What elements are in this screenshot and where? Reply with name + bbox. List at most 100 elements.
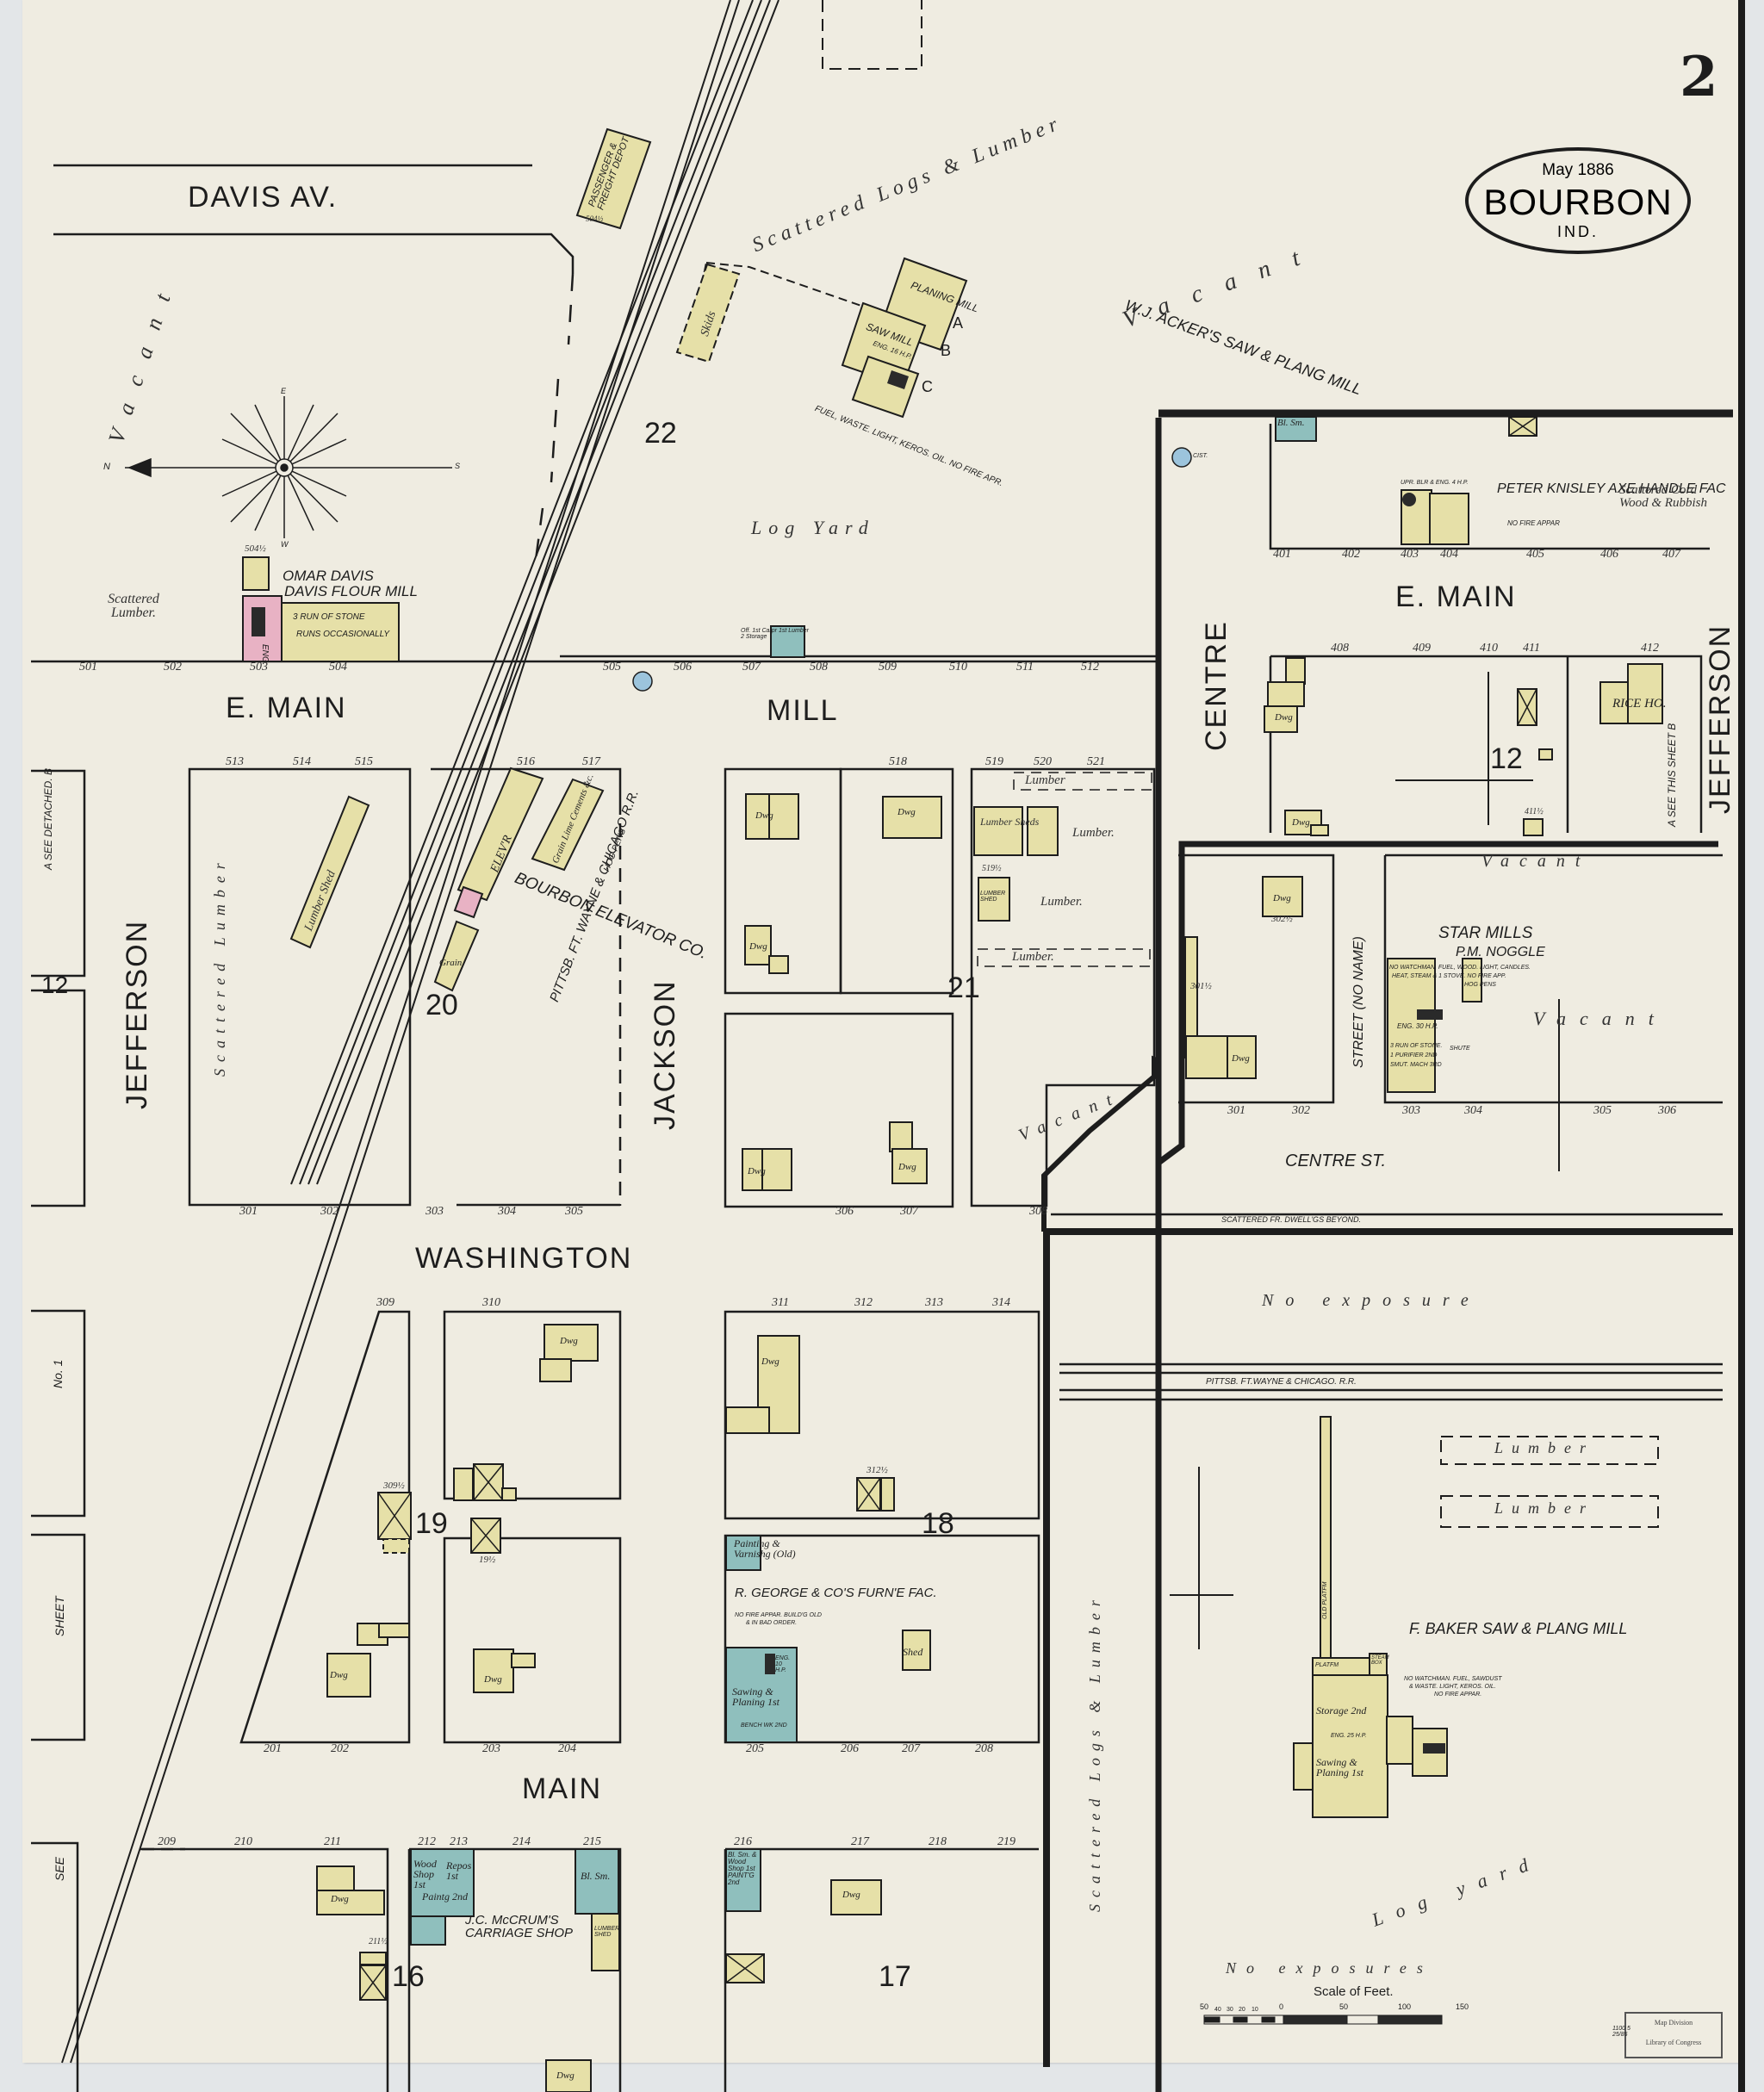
dwelling-label: Dwg [1232,1053,1250,1064]
dwelling-label: Dwg [1273,893,1291,903]
knisley-name: PETER KNISLEY AXE HANDLE FAC [1497,481,1726,496]
address-521: 521 [1087,755,1105,768]
state-abbrev: IND. [1557,223,1599,240]
address-210: 210 [234,1835,252,1848]
sheet-page-number: 2 [1680,45,1718,109]
sheet-no1-label: No. 1 [51,1359,65,1388]
address-412: 412 [1641,642,1659,655]
address-411: 411 [1523,642,1540,655]
address-517: 517 [582,755,600,768]
vacant-centre-label: Vacant [1481,852,1591,871]
block-number-19: 19 [415,1507,448,1540]
scale-tick-0: 0 [1279,2002,1284,2011]
address-208: 208 [975,1742,993,1755]
baker-platform: PLATFM [1315,1662,1339,1668]
dwelling-label: Dwg [556,2070,575,2081]
address-217: 217 [851,1835,869,1848]
railroad-label-horizontal: PITTSB. FT.WAYNE & CHICAGO. R.R. [1206,1377,1357,1387]
address-403: 403 [1401,548,1419,561]
baker-note-2: & WASTE. LIGHT, KEROS. OIL. [1409,1684,1496,1690]
compass-rose [125,396,452,538]
scale-tick-40: 40 [1214,2007,1221,2013]
depot-address: 504½ [586,214,604,223]
address-c306: 306 [1658,1104,1676,1117]
address-204: 204 [558,1742,576,1755]
address-302-half: 302½ [1271,914,1293,924]
dwelling-label: Dwg [1292,817,1310,828]
dwelling-label: Dwg [761,1356,780,1367]
address-509: 509 [879,661,897,674]
block-number-12-west: 12 [41,972,69,998]
lumber-pile-label-2: Lumber. [1072,826,1115,840]
sheet-word-label: SHEET [53,1596,66,1636]
no-exposure-label: No exposure [1262,1291,1481,1310]
address-c303: 303 [1402,1104,1420,1117]
address-514: 514 [293,755,311,768]
star-mills-shute: SHUTE [1450,1046,1470,1052]
knisley-engine: UPR. BLR & ENG. 4 H.P. [1401,480,1469,486]
address-402: 402 [1342,548,1360,561]
address-504-half: 504½ [245,543,266,554]
george-note-1: NO FIRE APPAR. BUILD'G OLD [735,1612,822,1618]
mccrum-name: J.C. McCRUM'S CARRIAGE SHOP [465,1913,574,1940]
address-c301: 301 [1227,1104,1245,1117]
street-jefferson-west: JEFFERSON [121,919,153,1109]
address-203: 203 [482,1742,500,1755]
baker-storage: Storage 2nd [1316,1704,1367,1716]
address-314: 314 [992,1296,1010,1309]
scattered-lumber-west: Scattered Lumber. [108,592,159,620]
address-w304: 304 [498,1205,516,1218]
scale-tick-30: 30 [1227,2007,1233,2013]
address-215: 215 [583,1835,601,1848]
accession-number: 1100 5 25/86 [1612,2026,1630,2038]
street-jefferson-east: JEFFERSON [1704,624,1736,814]
star-mills-owner: P.M. NOGGLE [1456,945,1545,959]
baker-sawing: Sawing & Planing 1st [1316,1756,1364,1779]
office-lumber-storage: Off. 1st Carpr 1st Lumber 2 Storage [741,628,809,640]
library-stamp: Map Division Library of Congress [1624,2012,1723,2058]
address-212: 212 [418,1835,436,1848]
address-202: 202 [331,1742,349,1755]
star-mills-name: STAR MILLS [1438,924,1533,942]
baker-note-3: NO FIRE APPAR. [1434,1692,1482,1698]
dwelling-label: Dwg [755,810,773,821]
scale-tick-100: 100 [1398,2002,1412,2011]
address-408: 408 [1331,642,1349,655]
baker-note-1: NO WATCHMAN. FUEL, SAWDUST [1404,1676,1502,1682]
compass-north: N [103,462,110,472]
street-jackson: JACKSON [649,979,681,1130]
blacksmith-wood-shop: Bl. Sm. & Wood Shop 1st PAINT'G 2nd [728,1851,757,1886]
address-201: 201 [264,1742,282,1755]
lumber-sheds-label: Lumber Sheds [980,816,1040,828]
george-furniture-name: R. GEORGE & CO'S FURN'E FAC. [735,1586,937,1600]
address-w301: 301 [239,1205,258,1218]
section-b: B [941,342,952,359]
address-313: 313 [925,1296,943,1309]
scale-bar [1203,2014,1443,2025]
star-mills-note-2: HEAT, STEAM & 1 STOVE. NO FIRE APP. [1392,973,1506,979]
address-515: 515 [355,755,373,768]
street-davis-av: DAVIS AV. [188,181,339,214]
scattered-logs-lumber-vertical: Scattered Logs & Lumber [1086,1593,1103,1912]
address-w302: 302 [320,1205,339,1218]
address-506: 506 [674,661,692,674]
baker-engine: ENG. 25 H.P. [1331,1733,1367,1739]
title-cartouche: May 1886 BOURBON IND. [1465,147,1691,254]
see-word-label: SEE [53,1856,66,1881]
george-engine: ENG. 10 H.P. [775,1655,791,1673]
rice-house: RICE HO. [1612,697,1667,711]
address-409: 409 [1413,642,1431,655]
dwelling-label: Dwg [749,941,767,952]
dwelling-label: Dwg [1275,712,1293,723]
street-centre: CENTRE [1200,620,1233,751]
address-516: 516 [517,755,535,768]
address-216: 216 [734,1835,752,1848]
town-name: BOURBON [1483,182,1673,222]
address-406: 406 [1600,548,1618,561]
star-mills-note-1: NO WATCHMAN. FUEL, WOOD. LIGHT, CANDLES. [1389,965,1531,971]
address-405: 405 [1526,548,1544,561]
compass-east: E [281,387,287,395]
lumber-pile-baker-2: Lumber [1494,1499,1595,1517]
block-number-20: 20 [425,989,458,1021]
block-number-18: 18 [922,1507,954,1540]
